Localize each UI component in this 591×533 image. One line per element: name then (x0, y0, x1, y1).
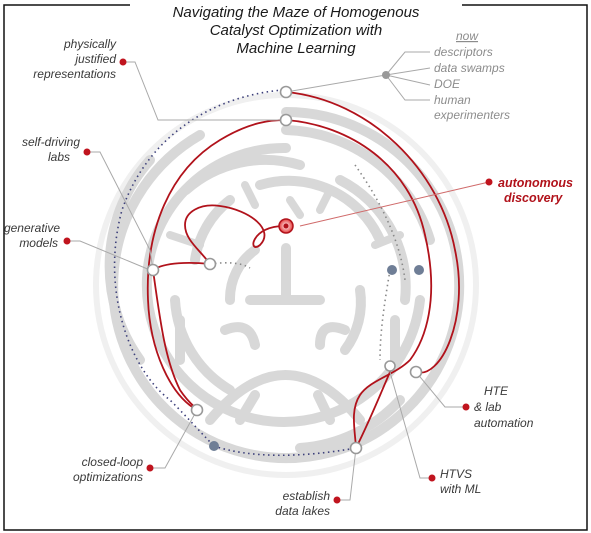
node-target-core (283, 223, 289, 229)
label-htvs-2: with ML (440, 482, 481, 496)
label-establish-2: data lakes (275, 504, 330, 518)
target-label: autonomous discovery (498, 176, 573, 205)
now-item: experimenters (434, 108, 510, 122)
node-now-hub (382, 71, 390, 79)
label-htvs-1: HTVS (440, 467, 472, 481)
title-line-2: Catalyst Optimization with (210, 22, 383, 39)
marker-hte (462, 403, 470, 411)
marker-autonomous (485, 178, 493, 186)
maze (93, 92, 479, 478)
node-blue-bottom (209, 441, 219, 451)
marker-htvs (428, 474, 436, 482)
label-self-driving-2: labs (48, 150, 70, 164)
title: Navigating the Maze of Homogenous Cataly… (173, 4, 420, 57)
label-physically-1: physically (63, 37, 117, 51)
discovery-paths (146, 91, 460, 449)
marker-closed-loop (146, 464, 154, 472)
node-top-inner (279, 113, 293, 127)
now-item: DOE (434, 77, 461, 91)
node-generative (146, 263, 160, 277)
label-self-driving-1: self-driving (22, 135, 80, 149)
marker-physically (119, 58, 127, 66)
now-item: descriptors (434, 45, 493, 59)
now-heading: now (456, 29, 479, 43)
label-physically-3: representations (33, 67, 116, 81)
nodes (146, 71, 424, 455)
node-self-driving (203, 257, 217, 271)
target-line-1: autonomous (498, 176, 573, 190)
target-line-2: discovery (504, 191, 563, 205)
now-item: data swamps (434, 61, 505, 75)
now-list: now descriptors data swamps DOE human ex… (434, 29, 510, 122)
marker-self-driving (83, 148, 91, 156)
node-blue-right (414, 265, 424, 275)
node-closed-loop (190, 403, 204, 417)
dotted-paths (113, 89, 406, 457)
label-closed-loop-2: optimizations (73, 470, 143, 484)
side-labels: physically justified representations sel… (4, 37, 534, 518)
node-htvs (384, 360, 396, 372)
guide-lines (67, 51, 490, 501)
title-line-3: Machine Learning (236, 40, 356, 57)
node-data-lakes (349, 441, 363, 455)
label-generative-1: generative (4, 221, 60, 235)
label-physically-2: justified (73, 52, 116, 66)
label-hte-3: automation (474, 416, 534, 430)
label-hte-2: & lab (474, 400, 502, 414)
frame (3, 4, 588, 531)
label-markers (63, 58, 493, 504)
label-hte-1: HTE (484, 384, 509, 398)
node-top-outer (279, 85, 293, 99)
title-line-1: Navigating the Maze of Homogenous (173, 4, 420, 21)
marker-establish (333, 496, 341, 504)
node-blue-left (387, 265, 397, 275)
label-establish-1: establish (283, 489, 331, 503)
now-item: human (434, 93, 471, 107)
marker-generative (63, 237, 71, 245)
label-generative-2: models (19, 236, 58, 250)
label-closed-loop-1: closed-loop (82, 455, 144, 469)
node-hte (409, 365, 423, 379)
